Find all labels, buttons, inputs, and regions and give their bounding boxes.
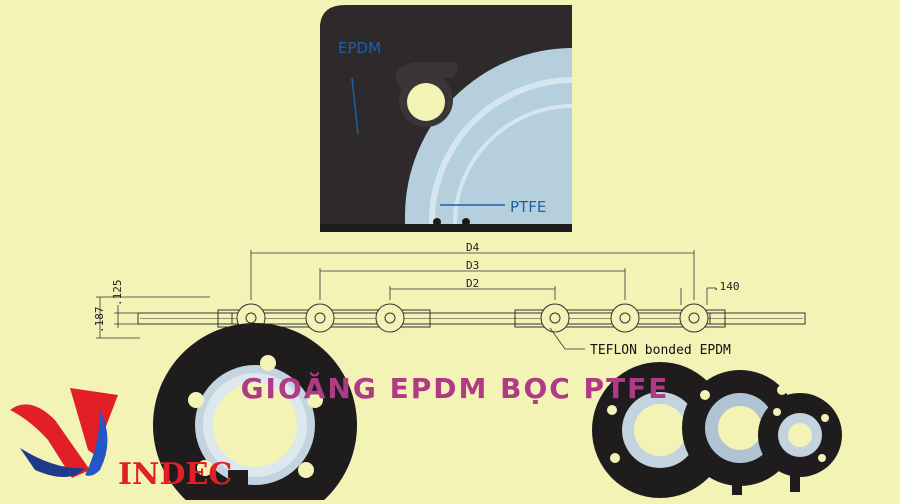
gasket-photo-left [153,323,357,504]
dim-140: .140 [713,280,740,293]
rivet-2 [462,218,470,226]
rivet-1 [433,218,441,226]
profile-hole-5 [610,303,640,333]
dim-d3: D3 [466,259,479,272]
teflon-callout-leader [549,327,585,350]
logo-mark-red-2 [70,388,118,455]
bolt-hole-tab [395,62,458,95]
epdm-label: EPDM [338,39,381,57]
bolt-hole [407,83,445,121]
gasket-section-illustration [320,5,573,232]
dim-d2: D2 [466,277,479,290]
profile-bolt-holes [236,303,709,333]
ptfe-inner-ring-2 [452,104,573,227]
dim-d4: D4 [466,241,480,254]
section-bottom-edge [320,224,572,232]
epdm-leader-line [351,77,359,135]
gasket-photo-right [592,362,842,498]
profile-hole-3 [375,303,405,333]
banner-title: GIOĂNG EPDM BỌC PTFE [241,371,670,405]
profile-hole-2 [305,303,335,333]
teflon-callout-label: TEFLON bonded EPDM [590,343,731,358]
brand-name: INDEC [118,457,232,492]
logo-mark-blue [20,448,85,478]
logo-mark-red [10,404,90,478]
ptfe-label: PTFE [510,198,546,216]
strip-outline-right [709,312,806,325]
profile-hole-6 [679,303,709,333]
ptfe-inner-ring [428,77,573,227]
dimension-lines [96,250,716,339]
dim-125: .125 [111,280,124,307]
brand-logo: INDEC [10,388,232,492]
profile-hole-4 [540,303,570,333]
logo-mark-blue-2 [85,410,108,476]
dim-187: .187 [93,307,106,334]
